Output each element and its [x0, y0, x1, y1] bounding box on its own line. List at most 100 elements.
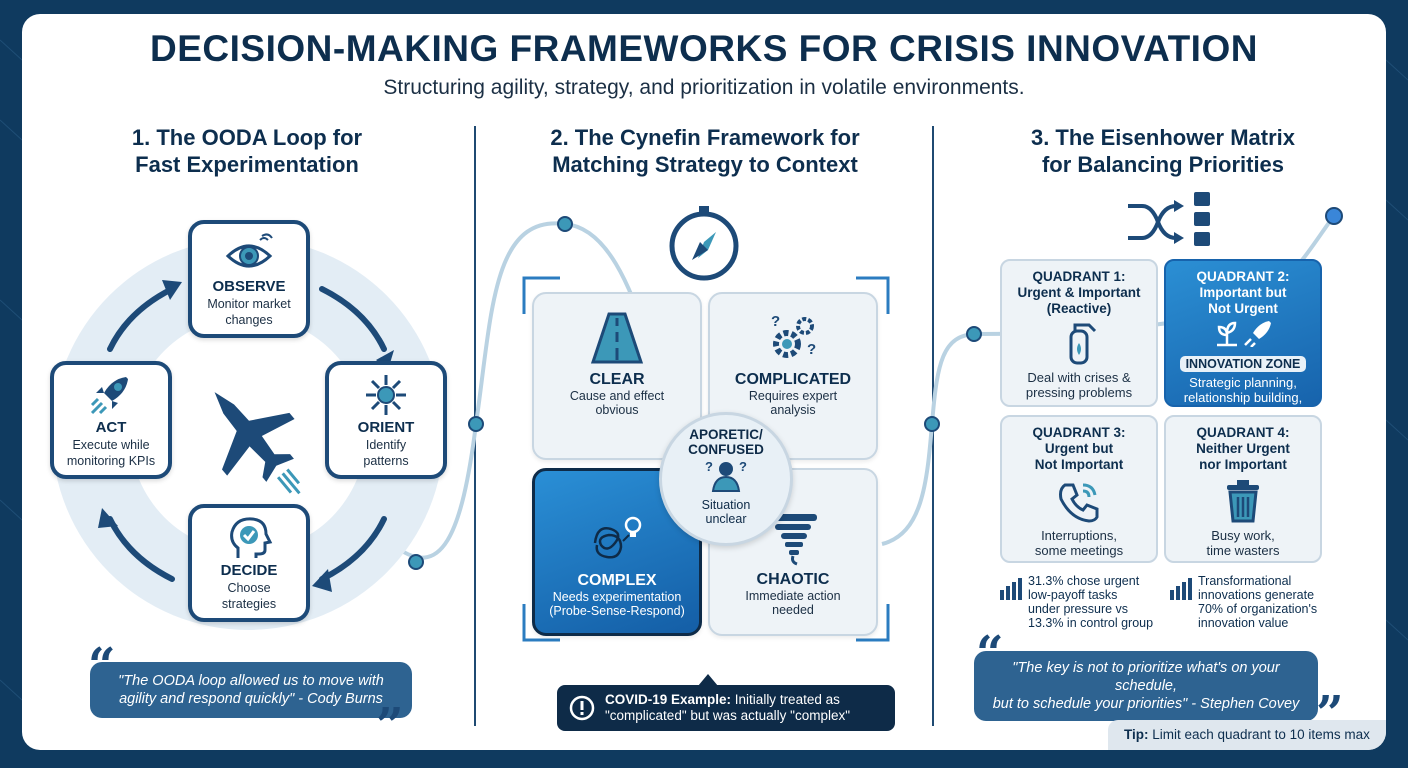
cynefin-title: 2. The Cynefin Framework for Matching St… — [500, 124, 910, 178]
quote-line: "The key is not to prioritize what's on … — [1012, 660, 1280, 694]
stat-transformational: Transformational innovations generate 70… — [1198, 574, 1317, 630]
ooda-step-label: OBSERVE — [212, 278, 286, 295]
eisenhower-title-line2: for Balancing Priorities — [1041, 152, 1285, 177]
ooda-step-desc: patterns — [363, 454, 409, 468]
covid-bold: COVID-19 Example: — [605, 692, 732, 707]
ooda-title-line2: Fast Experimentation — [135, 152, 359, 177]
cynefin-clear: CLEAR Cause and effect obvious — [532, 292, 702, 460]
quadrant-title: QUADRANT 1: — [1032, 269, 1126, 284]
covid-example-callout: COVID-19 Example: Initially treated as "… — [557, 685, 895, 731]
quadrant-title: Urgent but — [1044, 441, 1114, 456]
quadrant-desc: time wasters — [1206, 543, 1280, 558]
ooda-step-label: ACT — [95, 419, 127, 436]
covid-line2: "complicated" but was actually "complex" — [605, 708, 851, 723]
quadrant-2-innovation: QUADRANT 2: Important but Not Urgent INN… — [1164, 259, 1322, 420]
cycle-arrow — [319, 286, 387, 352]
arrow-head — [162, 280, 182, 300]
stat-line: innovations generate — [1198, 588, 1315, 602]
ooda-step-act: ACT Execute while monitoring KPIs — [50, 361, 172, 479]
ooda-title-line1: 1. The OODA Loop for — [131, 125, 363, 150]
curve-node — [966, 326, 982, 342]
tip-banner: Tip: Limit each quadrant to 10 items max — [1108, 720, 1386, 750]
cynefin-domain-label: CLEAR — [589, 371, 645, 388]
cynefin-frame — [522, 276, 890, 642]
ooda-step-desc: Monitor market — [207, 297, 291, 311]
close-quote-icon: ” — [376, 698, 404, 750]
cynefin-domain-desc: Cause and effect — [569, 389, 665, 403]
ooda-step-desc: strategies — [221, 597, 277, 611]
quadrant-title: Urgent & Important — [1017, 285, 1141, 300]
svg-text:?: ? — [807, 341, 816, 358]
quadrant-desc: Strategic planning, — [1189, 375, 1297, 390]
quadrant-title: Neither Urgent — [1196, 441, 1290, 456]
alert-icon — [569, 695, 595, 721]
svg-text:?: ? — [705, 459, 713, 474]
page-title: DECISION-MAKING FRAMEWORKS FOR CRISIS IN… — [150, 28, 1258, 69]
curve-node — [924, 416, 940, 432]
cynefin-title-line1: 2. The Cynefin Framework for — [550, 125, 860, 150]
covid-text: Initially treated as — [731, 692, 840, 707]
quadrant-4: QUADRANT 4: Neither Urgent nor Important… — [1164, 415, 1322, 563]
ooda-step-decide: DECIDE Choose strategies — [188, 504, 310, 622]
ooda-step-orient: ORIENT Identify patterns — [325, 361, 447, 479]
quadrant-3: QUADRANT 3: Urgent but Not Important Int… — [1000, 415, 1158, 563]
quote-line: agility and respond quickly" - Cody Burn… — [119, 691, 383, 707]
center-desc: Situation — [701, 498, 751, 512]
center-label: CONFUSED — [688, 442, 764, 457]
curve-node — [557, 216, 573, 232]
cynefin-domain-desc: Immediate action — [745, 589, 841, 603]
quote-line: "The OODA loop allowed us to move with — [118, 673, 384, 689]
cynefin-domain-desc: needed — [772, 603, 814, 617]
curve-node — [1325, 207, 1343, 225]
eisenhower-title-line1: 3. The Eisenhower Matrix — [1030, 125, 1296, 150]
tip-label: Tip: — [1124, 727, 1149, 742]
tangle-bulb-icon — [593, 516, 642, 559]
ooda-cycle-graphic — [52, 238, 444, 630]
ooda-title: 1. The OODA Loop for Fast Experimentatio… — [62, 124, 432, 178]
ooda-step-label: ORIENT — [357, 419, 415, 436]
phone-icon — [1059, 483, 1099, 523]
rocket-icon — [90, 377, 128, 415]
bar-chart-icon — [1000, 578, 1022, 600]
stat-line: under pressure vs — [1028, 602, 1129, 616]
compass-arrows-icon — [366, 375, 406, 415]
curve-node — [468, 416, 484, 432]
trash-icon — [1227, 480, 1259, 523]
confused-person-icon: ? ? — [705, 459, 747, 492]
quadrant-1: QUADRANT 1: Urgent & Important (Reactive… — [1000, 259, 1158, 407]
eisenhower-title: 3. The Eisenhower Matrix for Balancing P… — [958, 124, 1368, 178]
innovation-zone-badge: INNOVATION ZONE — [1179, 356, 1307, 372]
curve-node — [408, 554, 424, 570]
stat-line: 70% of organization's — [1198, 602, 1318, 616]
eye-icon — [225, 233, 273, 268]
quadrant-desc: some meetings — [1034, 543, 1124, 558]
covid-pointer — [698, 674, 718, 686]
quadrant-desc: relationship building, — [1183, 390, 1303, 405]
center-desc: unclear — [705, 512, 747, 526]
plant-rocket-icon — [1217, 321, 1271, 348]
cynefin-domain-desc: (Probe-Sense-Respond) — [549, 604, 685, 618]
covey-quote: "The key is not to prioritize what's on … — [974, 651, 1318, 721]
stat-urgent-tasks: 31.3% chose urgent low-payoff tasks unde… — [1028, 574, 1153, 630]
quadrant-desc: Deal with crises & — [1027, 370, 1131, 385]
stat-line: Transformational — [1198, 574, 1292, 588]
ooda-step-desc: Identify — [365, 438, 407, 452]
cynefin-domain-desc: analysis — [770, 403, 816, 417]
cynefin-domain-desc: obvious — [595, 403, 639, 417]
cycle-arrow — [319, 516, 387, 582]
gears-icon: ? ? — [771, 313, 816, 358]
quadrant-desc: Busy work, — [1211, 528, 1275, 543]
quadrant-title: (Reactive) — [1046, 301, 1112, 316]
road-icon — [590, 312, 644, 364]
jet-icon — [214, 392, 301, 495]
compass-icon — [669, 206, 739, 281]
quote-line: but to schedule your priorities" - Steph… — [992, 696, 1300, 712]
cycle-arrow — [107, 286, 175, 352]
stat-line: 13.3% in control group — [1028, 616, 1154, 630]
head-check-icon — [230, 517, 273, 558]
svg-text:?: ? — [739, 459, 747, 474]
arrow-head — [312, 569, 332, 592]
svg-text:?: ? — [771, 313, 780, 330]
ooda-step-desc: Execute while — [72, 438, 150, 452]
